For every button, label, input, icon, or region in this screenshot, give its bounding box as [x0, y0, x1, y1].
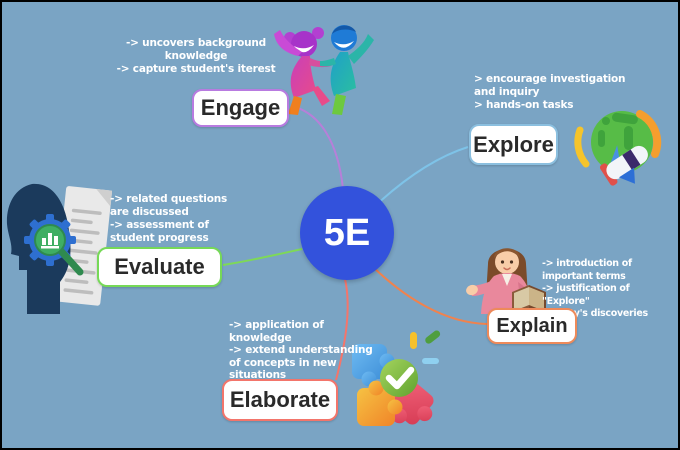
children-dancing-icon [274, 25, 374, 115]
node-engage[interactable]: Engage [192, 89, 289, 127]
elaborate-label: Elaborate [229, 387, 331, 412]
head-gear-magnifier-icon [6, 183, 112, 314]
node-explore[interactable]: Explore [469, 124, 558, 165]
node-evaluate[interactable]: Evaluate [97, 247, 222, 287]
elaborate-note: -> application of knowledge -> extend un… [229, 319, 373, 381]
explain-connector [368, 262, 488, 325]
evaluate-connector [222, 248, 303, 266]
engage-note: -> uncovers background knowledge -> capt… [116, 37, 276, 75]
planet-rocket-icon [574, 110, 662, 186]
engage-connector [290, 105, 344, 190]
explore-note: > encourage investigation and inquiry > … [474, 73, 626, 111]
center-node-5e[interactable]: 5E [300, 186, 394, 280]
puzzle-check-icon [352, 330, 441, 426]
evaluate-note: -> related questions are discussed -> as… [110, 193, 228, 244]
node-explain[interactable]: Explain [487, 308, 577, 344]
explore-label: Explore [473, 131, 554, 157]
evaluate-label: Evaluate [114, 254, 205, 279]
engage-label: Engage [200, 95, 281, 120]
center-label: 5E [323, 211, 371, 254]
node-elaborate[interactable]: Elaborate [222, 379, 338, 421]
explain-label: Explain [496, 314, 568, 337]
explore-connector [374, 146, 469, 207]
elaborate-connector [335, 278, 349, 381]
teacher-book-icon [466, 248, 546, 315]
